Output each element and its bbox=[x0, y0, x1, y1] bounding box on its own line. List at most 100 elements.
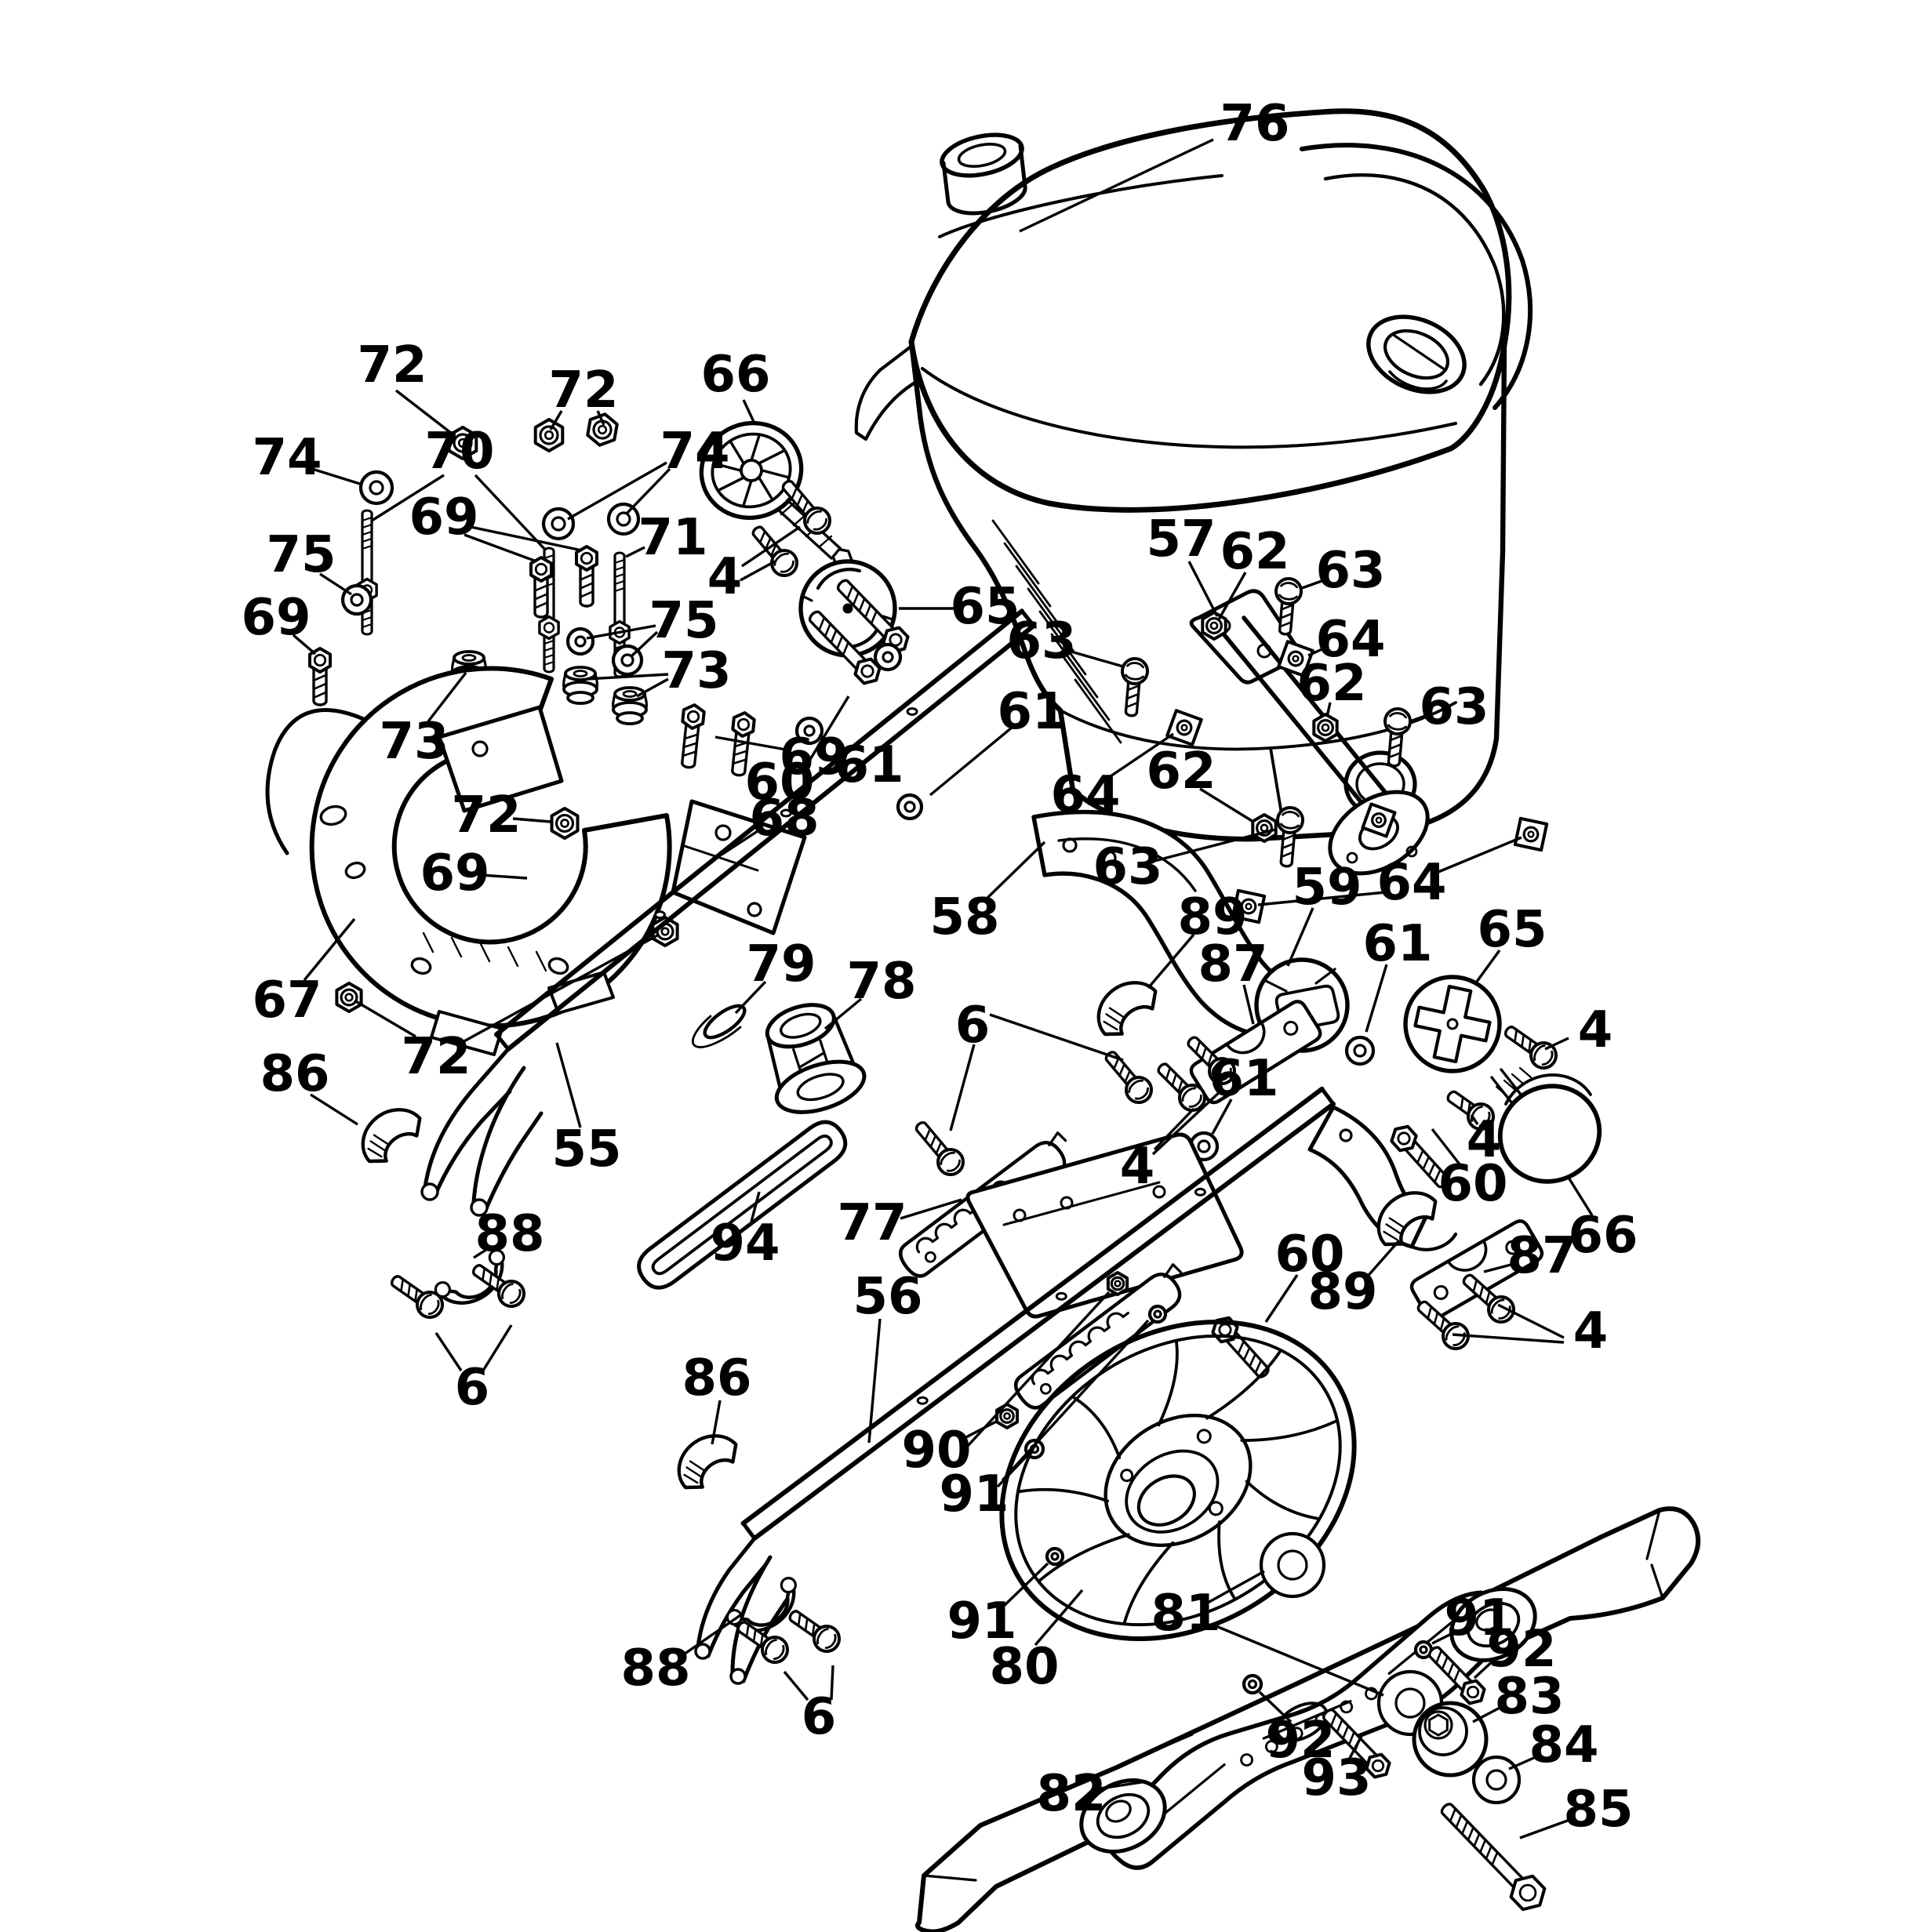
leader-line bbox=[741, 525, 801, 568]
hex-bolt-icon bbox=[681, 703, 706, 769]
part-number-label: 87 bbox=[1507, 1227, 1576, 1285]
leader-line bbox=[474, 474, 547, 552]
part-number-label: 76 bbox=[1220, 95, 1289, 153]
washer-icon bbox=[1471, 1755, 1522, 1805]
part-number-label: 62 bbox=[1296, 655, 1366, 713]
leader-line bbox=[1286, 907, 1314, 967]
callout-4: 4 bbox=[1467, 1111, 1502, 1169]
callout-69: 69 bbox=[241, 589, 317, 656]
spacer-disc-sketch bbox=[692, 1004, 747, 1048]
leader-line bbox=[1508, 1755, 1538, 1770]
part-number-label: 69 bbox=[779, 728, 849, 786]
callout-60: 60 bbox=[1431, 1128, 1508, 1213]
leader-line bbox=[1483, 1262, 1514, 1273]
callout-61: 61 bbox=[929, 683, 1067, 797]
leader-line bbox=[1431, 1629, 1458, 1645]
screw-icon bbox=[1383, 707, 1412, 768]
callout-76: 76 bbox=[1019, 95, 1290, 233]
part-number-label: 75 bbox=[266, 526, 336, 584]
part-number-label: 85 bbox=[1563, 1781, 1633, 1839]
leader-line bbox=[624, 467, 671, 516]
leader-line bbox=[596, 410, 605, 426]
square-nut-icon bbox=[1513, 816, 1549, 852]
leader-line bbox=[1154, 828, 1276, 862]
leader-line bbox=[354, 999, 416, 1038]
callout-4: 4 bbox=[1120, 1088, 1223, 1196]
callout-86: 86 bbox=[682, 1349, 752, 1445]
large-washer-icon bbox=[1259, 1531, 1326, 1599]
screw-icon bbox=[1187, 1036, 1236, 1085]
leader-line bbox=[900, 1198, 962, 1220]
part-number-label: 94 bbox=[710, 1215, 780, 1273]
part-number-label: 91 bbox=[1444, 1589, 1514, 1647]
callout-4: 4 bbox=[707, 525, 801, 606]
part-number-label: 63 bbox=[1093, 838, 1162, 896]
part-number-label: 92 bbox=[1486, 1621, 1556, 1679]
leader-line bbox=[783, 1670, 809, 1701]
hex-bolt-icon bbox=[308, 647, 332, 706]
leader-line bbox=[512, 817, 551, 823]
callout-74: 74 bbox=[252, 429, 363, 487]
hex-bolt-icon bbox=[1322, 1708, 1391, 1779]
part-number-label: 6 bbox=[955, 997, 991, 1055]
lower-handle-rail bbox=[740, 1086, 1336, 1541]
callout-61: 61 bbox=[818, 734, 904, 794]
part-number-label: 4 bbox=[1578, 1001, 1613, 1059]
part-number-label: 93 bbox=[1301, 1749, 1371, 1807]
deck-bracket-sketch bbox=[965, 1132, 1244, 1319]
callout-6: 6 bbox=[434, 1324, 513, 1417]
leader-line bbox=[1151, 1088, 1223, 1156]
hex-nut-icon bbox=[447, 426, 478, 460]
leader-line bbox=[721, 830, 758, 856]
leader-line bbox=[1519, 1818, 1573, 1839]
callout-71: 71 bbox=[625, 509, 708, 567]
clamp-lower-icon bbox=[434, 1249, 505, 1305]
callout-65: 65 bbox=[1473, 901, 1547, 986]
washer-icon bbox=[1344, 1035, 1376, 1066]
part-number-label: 91 bbox=[947, 1592, 1016, 1651]
leader-line bbox=[473, 1245, 492, 1259]
leader-line bbox=[371, 474, 445, 522]
starter-pulley-sketch bbox=[699, 420, 853, 568]
part-number-label: 72 bbox=[451, 786, 521, 844]
part-number-label: 73 bbox=[379, 713, 449, 771]
leader-line bbox=[1431, 1128, 1462, 1167]
part-number-label: 59 bbox=[1292, 859, 1362, 917]
callout-73: 73 bbox=[379, 671, 467, 771]
leader-line bbox=[434, 1332, 463, 1371]
leader-line bbox=[818, 734, 851, 753]
rubber-grommet-icon bbox=[562, 666, 598, 705]
part-number-label: 4 bbox=[1573, 1302, 1609, 1360]
part-number-label: 72 bbox=[548, 361, 618, 419]
part-number-label: 60 bbox=[1274, 1226, 1344, 1284]
washer-icon bbox=[1045, 1546, 1065, 1567]
screw-icon bbox=[788, 1610, 841, 1653]
part-number-label: 57 bbox=[1146, 510, 1216, 568]
part-number-label: 79 bbox=[746, 935, 816, 993]
leader-line bbox=[1105, 732, 1174, 781]
callout-75: 75 bbox=[266, 526, 352, 596]
leader-line bbox=[1264, 1274, 1299, 1323]
leader-line bbox=[678, 1614, 741, 1659]
part-number-label: 86 bbox=[682, 1349, 751, 1407]
callout-80: 80 bbox=[989, 1589, 1084, 1696]
leader-line bbox=[1438, 836, 1522, 873]
leader-line bbox=[1242, 984, 1255, 1025]
part-number-label: 73 bbox=[661, 642, 731, 700]
screw-icon bbox=[391, 1275, 444, 1319]
square-nut-icon bbox=[1165, 709, 1203, 746]
clamp-half-icon bbox=[361, 1108, 422, 1164]
leader-line bbox=[1347, 1735, 1363, 1760]
part-number-label: 61 bbox=[997, 683, 1067, 741]
hex-nut-icon bbox=[335, 982, 363, 1013]
callout-58: 58 bbox=[929, 841, 1046, 946]
callout-84: 84 bbox=[1508, 1716, 1599, 1774]
leader-line bbox=[464, 533, 537, 563]
part-number-label: 67 bbox=[252, 971, 322, 1030]
part-number-label: 62 bbox=[1220, 523, 1289, 581]
hex-nut-icon bbox=[1251, 813, 1278, 843]
washer-icon bbox=[541, 507, 576, 541]
hex-nut-icon bbox=[550, 807, 580, 840]
